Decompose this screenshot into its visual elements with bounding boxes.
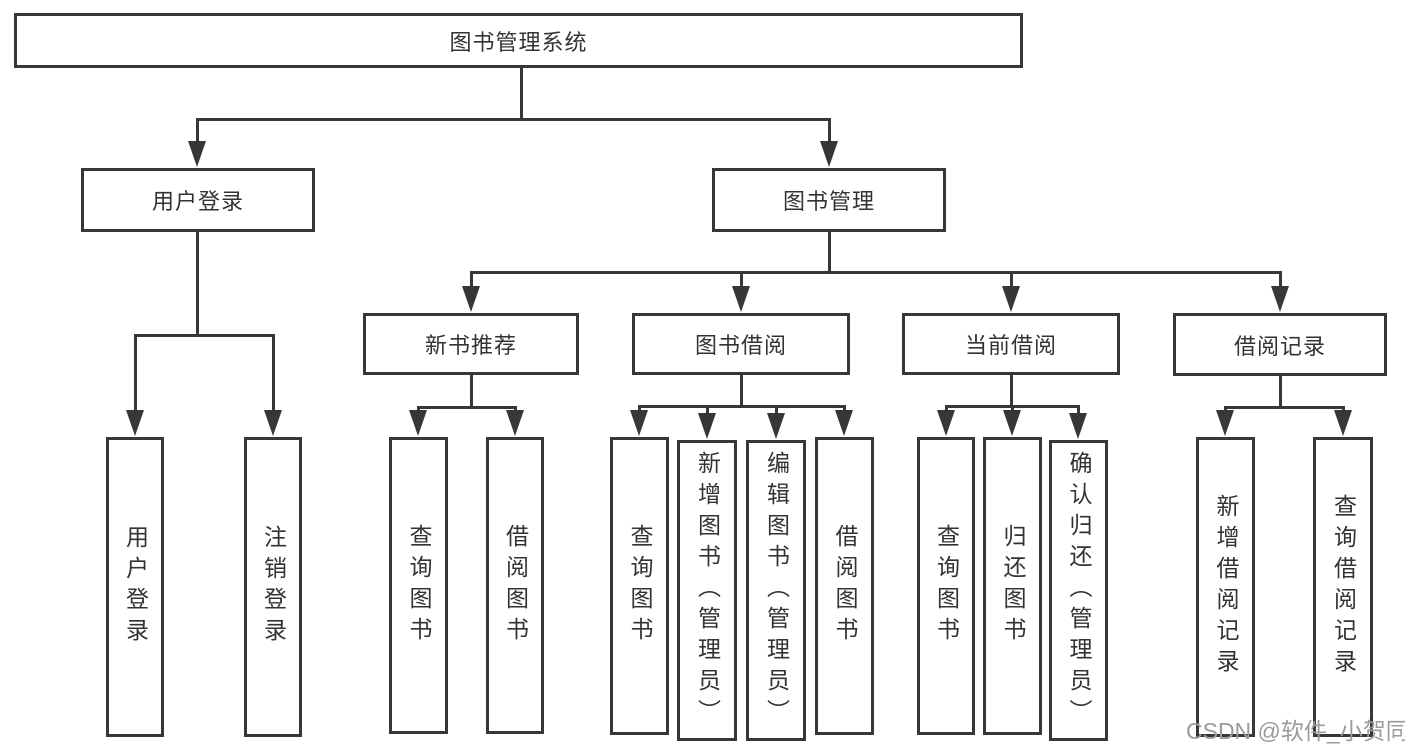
connector-borrow-records-shaft (1279, 271, 1282, 288)
arrowhead-book-mgmt (820, 141, 838, 167)
leaf-query-borrow-record: 查询借阅记录 (1313, 437, 1373, 737)
leaf-add-borrow-record-label: 新增借阅记录 (1213, 494, 1239, 680)
leaf-user-login: 用户登录 (106, 437, 164, 737)
connector-current-borrow-stem (1010, 375, 1013, 407)
arrowhead-borrow-records (1271, 286, 1289, 312)
connector-g2c2-shaft (514, 406, 517, 412)
node-book-management-label: 图书管理 (782, 189, 875, 214)
connector-leaf-logout-shaft (272, 334, 275, 412)
connector-new-books-stem (470, 375, 473, 408)
arrowhead-user-login (188, 141, 206, 167)
node-root: 图书管理系统 (14, 13, 1023, 68)
connector-g4c2-shaft (1011, 405, 1014, 412)
node-user-login-label: 用户登录 (151, 189, 244, 214)
leaf-confirm-return-admin-label: 确认归还（管理员） (1066, 451, 1092, 730)
arrowhead-book-borrow (732, 286, 750, 312)
arrowhead-current-borrow (1002, 286, 1020, 312)
connector-g5c1-shaft (1224, 406, 1227, 412)
leaf-confirm-return-admin: 确认归还（管理员） (1049, 440, 1108, 741)
node-book-management: 图书管理 (712, 168, 946, 232)
connector-g2c1-shaft (417, 406, 420, 412)
node-new-book-recommend: 新书推荐 (363, 313, 579, 375)
leaf-borrow-books-recommend-label: 借阅图书 (502, 523, 529, 648)
leaf-add-book-admin-label: 新增图书（管理员） (694, 451, 721, 730)
connector-book-mgmt-bus (470, 271, 1281, 274)
node-current-borrow: 当前借阅 (902, 313, 1120, 375)
connector-book-borrow-stem (740, 375, 743, 407)
leaf-borrow-books-borrow-label: 借阅图书 (832, 524, 858, 648)
leaf-query-books-borrow: 查询图书 (610, 437, 669, 735)
node-root-label: 图书管理系统 (449, 29, 588, 55)
connector-book-mgmt-stem (828, 232, 831, 273)
leaf-query-books-current-label: 查询图书 (933, 524, 960, 648)
connector-g4c3-shaft (1077, 405, 1080, 415)
arrowhead-g3c1 (630, 410, 648, 436)
connector-g5c2-shaft (1342, 406, 1345, 412)
leaf-add-borrow-record: 新增借阅记录 (1196, 437, 1255, 737)
arrowhead-g3c4 (835, 410, 853, 436)
leaf-add-book-admin: 新增图书（管理员） (677, 440, 737, 741)
csdn-watermark: CSDN @软件_小贺同学 (1186, 718, 1405, 744)
leaf-return-book-label: 归还图书 (1000, 524, 1026, 648)
node-new-book-recommend-label: 新书推荐 (424, 333, 517, 358)
arrowhead-g3c3 (767, 413, 785, 439)
connector-new-books-shaft (470, 271, 473, 288)
connector-book-borrow-bus (638, 405, 846, 408)
connector-leaf-login-shaft (134, 334, 137, 412)
node-borrow-records: 借阅记录 (1173, 313, 1387, 376)
leaf-query-books-current: 查询图书 (917, 437, 975, 735)
connector-user-login-bus (134, 334, 274, 337)
connector-user-login-stem (196, 232, 199, 336)
node-borrow-records-label: 借阅记录 (1233, 333, 1326, 359)
connector-g3c3-shaft (775, 405, 778, 415)
node-user-login: 用户登录 (81, 168, 315, 232)
connector-root-bus (196, 118, 831, 121)
connector-book-borrow-shaft (740, 271, 743, 288)
leaf-query-borrow-record-label: 查询借阅记录 (1330, 494, 1357, 680)
node-current-borrow-label: 当前借阅 (964, 333, 1057, 358)
arrowhead-leaf-login (126, 410, 144, 436)
arrowhead-leaf-logout (264, 410, 282, 436)
arrowhead-g2c2 (506, 410, 524, 436)
connector-borrow-records-stem (1279, 376, 1282, 408)
arrowhead-g3c2 (698, 413, 716, 439)
arrowhead-g4c3 (1069, 413, 1087, 439)
arrowhead-g4c1 (937, 410, 955, 436)
leaf-query-books-recommend-label: 查询图书 (406, 523, 432, 648)
leaf-edit-book-admin: 编辑图书（管理员） (746, 440, 806, 741)
leaf-logout-label: 注销登录 (260, 525, 287, 649)
leaf-user-login-label: 用户登录 (122, 525, 149, 649)
leaf-query-books-recommend: 查询图书 (389, 437, 448, 734)
connector-borrow-records-bus (1224, 406, 1344, 409)
connector-g3c2-shaft (706, 405, 709, 415)
node-book-borrow-label: 图书借阅 (694, 333, 787, 358)
arrowhead-g5c2 (1334, 410, 1352, 436)
connector-user-login-shaft (196, 118, 199, 143)
connector-current-borrow-shaft (1010, 271, 1013, 288)
node-book-borrow: 图书借阅 (632, 313, 850, 375)
leaf-borrow-books-borrow: 借阅图书 (815, 437, 874, 735)
leaf-edit-book-admin-label: 编辑图书（管理员） (763, 451, 790, 730)
arrowhead-g2c1 (409, 410, 427, 436)
arrowhead-g5c1 (1216, 410, 1234, 436)
leaf-logout: 注销登录 (244, 437, 302, 737)
connector-g4c1-shaft (945, 405, 948, 412)
connector-g3c4-shaft (843, 405, 846, 412)
leaf-return-book: 归还图书 (983, 437, 1042, 735)
connector-root-stem (520, 67, 523, 120)
leaf-borrow-books-recommend: 借阅图书 (486, 437, 544, 734)
arrowhead-new-books (462, 286, 480, 312)
connector-g3c1-shaft (638, 405, 641, 412)
leaf-query-books-borrow-label: 查询图书 (627, 524, 653, 648)
arrowhead-g4c2 (1003, 410, 1021, 436)
connector-new-books-bus (417, 406, 516, 409)
connector-book-mgmt-shaft (828, 118, 831, 143)
